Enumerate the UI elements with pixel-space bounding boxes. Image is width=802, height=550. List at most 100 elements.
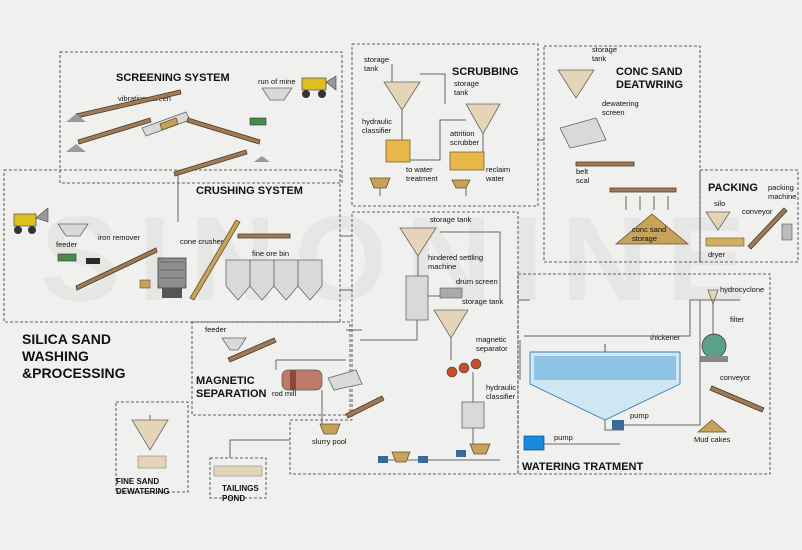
conc-storage-label-1: conc sand (632, 225, 666, 234)
drum-screen-label: drum screen (456, 277, 498, 286)
screening-conveyor-3 (186, 117, 261, 145)
mag-conveyor (227, 337, 277, 363)
screening-conveyor-4 (173, 149, 248, 177)
mag-screen-icon (327, 369, 363, 391)
scrub-classifier-icon (385, 139, 411, 163)
main-title-line-1: SILICA SAND (22, 331, 111, 347)
filter-label: filter (730, 315, 745, 324)
hydrocyclone-icon (707, 289, 719, 306)
tailings-title-2: POND (222, 494, 245, 503)
mid-classifier-label-2: classifier (486, 392, 516, 401)
packing-conveyor (747, 207, 788, 250)
fine-sand-title-1: FINE SAND (116, 477, 159, 486)
fine-ore-bin-label: fine ore bin (252, 249, 289, 258)
pump2-label: pump (554, 433, 573, 442)
scrubbing-title: SCRUBBING (452, 66, 519, 78)
feeder-label: feeder (56, 240, 78, 249)
crushing-title: CRUSHING SYSTEM (196, 185, 303, 197)
thickener-icon (529, 344, 681, 421)
scrub-storage-tank2-icon (465, 103, 501, 135)
mid-classifier-icon (461, 401, 485, 429)
packing-machine-label-2: machine (768, 192, 796, 201)
slurry-pool-icon (319, 423, 341, 435)
fine-sand-box (115, 401, 189, 493)
iron-remover-icon (86, 258, 100, 264)
mid-storage-tank-icon (399, 227, 437, 257)
mid-storage-tank2-label: storage tank (462, 297, 504, 306)
rod-mill-icon (281, 369, 323, 391)
stockpile-icon-3 (254, 156, 270, 162)
main-title-line-2: WASHING (22, 348, 89, 364)
tailings-title-1: TAILINGS (222, 484, 259, 493)
mid-pumps (378, 450, 466, 463)
scrub-storage-tank2-label-2: tank (454, 88, 468, 97)
scrub-storage-tank-label-2: tank (364, 64, 378, 73)
dewatering-screen-label-1: dewatering (602, 99, 639, 108)
small-feeder-icon (249, 117, 267, 126)
belt-scal-label-2: scal (576, 176, 590, 185)
scrub-storage-tank2-label-1: storage (454, 79, 479, 88)
crushing-loader-icon (13, 207, 49, 234)
packing-machine-icon (781, 223, 793, 241)
product-box-icon (139, 279, 151, 289)
dewatering-screen-icon (559, 117, 607, 149)
vibrating-screen-icon (141, 111, 191, 137)
fine-ore-bin-icon (225, 259, 323, 301)
conc-storage-tank-icon (557, 69, 595, 99)
mid-tank-bottom-1 (391, 451, 411, 463)
main-title-line-3: &PROCESSING (22, 365, 126, 381)
conc-title-2: DEATWRING (616, 79, 683, 91)
slurry-pool-label: slurry pool (312, 437, 347, 446)
hindered-label-1: hindered settling (428, 253, 483, 262)
silo-icon (705, 211, 731, 231)
magnetic-separator-label-1: magnetic (476, 335, 507, 344)
hindered-settling-icon (405, 275, 429, 321)
bucket-elevator (189, 219, 241, 301)
dewatering-screen-label-2: screen (602, 108, 625, 117)
conc-storage-tank-label-1: storage (592, 45, 617, 54)
magnetic-title-2: SEPARATION (196, 388, 267, 400)
mag-feeder-icon (221, 337, 247, 351)
attrition-scrubber-icon (449, 151, 485, 171)
scrub-tank-small-2 (451, 179, 471, 189)
drum-screen-icon (439, 287, 463, 299)
cone-crusher-icon (157, 257, 187, 298)
dryer-icon (705, 237, 745, 247)
magnetic-separator-label-2: separator (476, 344, 508, 353)
screening-box (59, 51, 343, 184)
reclaim-water-label-2: water (485, 174, 505, 183)
mag-conveyor-2 (345, 395, 385, 419)
screening-title: SCREENING SYSTEM (116, 72, 230, 84)
packing-conveyor-label: conveyor (742, 207, 773, 216)
conc-storage-label-2: storage (632, 234, 657, 243)
water-conveyor (709, 385, 765, 413)
mid-storage-tank-label: storage tank (430, 215, 472, 224)
tailings-pond-icon (213, 465, 263, 477)
conc-title-1: CONC SAND (616, 66, 683, 78)
screening-conveyor-2 (77, 117, 152, 145)
run-of-mine-label: run of mine (258, 77, 296, 86)
thickener-label: thickener (650, 333, 681, 342)
stockpile-icon-1 (66, 114, 86, 122)
crushing-hopper-icon (57, 223, 89, 237)
scrub-storage-tank-label-1: storage (364, 55, 389, 64)
mud-cakes-pile (696, 419, 728, 433)
scrub-storage-tank-icon (383, 81, 421, 111)
middle-box (289, 211, 519, 475)
pump-label: pump (630, 411, 649, 420)
conc-belt-1 (575, 161, 635, 167)
scrubbing-box (351, 43, 539, 207)
hydrocyclone-label: hydrocyclone (720, 285, 764, 294)
water-pipes (519, 299, 740, 445)
scrub-classifier-label-1: hydraulic (362, 117, 392, 126)
filter-icon (700, 333, 728, 362)
attrition-label-2: scrubber (450, 138, 480, 147)
mid-storage-tank2-icon (433, 309, 469, 339)
to-water-label-1: to water (406, 165, 433, 174)
tailings-box (209, 457, 267, 499)
water-conveyor-label: conveyor (720, 373, 751, 382)
magnetic-title-1: MAGNETIC (196, 375, 255, 387)
loader-icon (301, 75, 337, 98)
